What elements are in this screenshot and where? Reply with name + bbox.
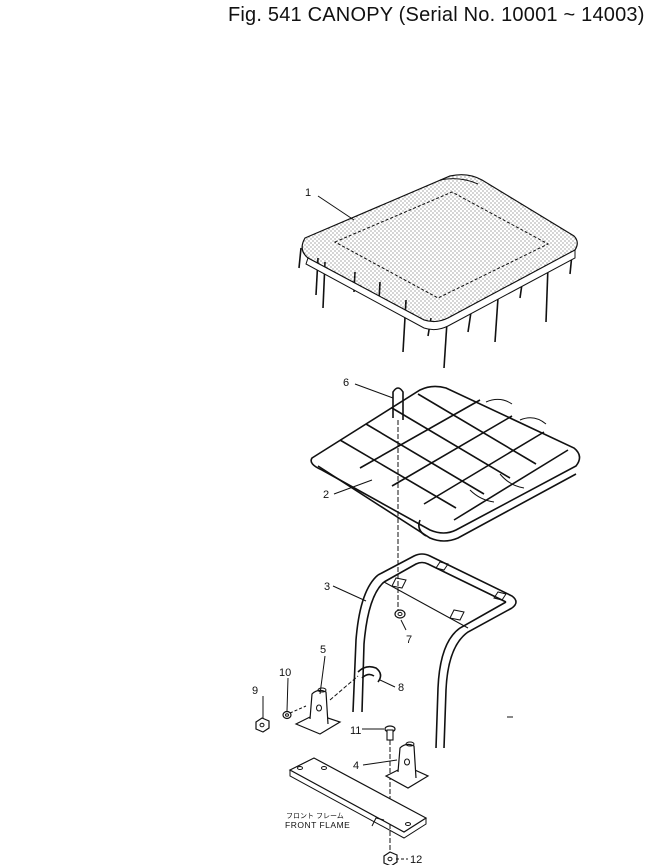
canopy-roof-panel xyxy=(298,174,578,369)
front-frame-plate xyxy=(288,757,428,839)
part-label-11: 11 xyxy=(350,725,361,737)
nut-7 xyxy=(394,609,406,619)
bolt-11 xyxy=(384,725,396,852)
part-label-5: 5 xyxy=(320,644,326,656)
u-bolt xyxy=(392,387,404,612)
part-label-6: 6 xyxy=(343,377,349,389)
u-clamp xyxy=(329,665,382,701)
figure-title: Fig. 541 CANOPY (Serial No. 10001 ~ 1400… xyxy=(228,4,645,26)
front-frame-label-jp: フロント フレーム xyxy=(286,812,344,820)
part-label-4: 4 xyxy=(353,760,359,772)
front-frame-label-en: FRONT FLAME xyxy=(285,820,350,830)
leader-lines xyxy=(262,195,513,860)
bracket-5 xyxy=(294,687,342,735)
bracket-4 xyxy=(384,741,430,789)
part-label-12: 12 xyxy=(410,854,422,865)
canopy-exploded-diagram: 1 2 3 4 5 6 7 8 9 10 11 12 フロント フレーム FRO… xyxy=(252,174,581,865)
nut-9 xyxy=(255,717,270,733)
nut-12 xyxy=(383,851,398,865)
roof-frame-grid xyxy=(310,385,581,542)
part-label-9: 9 xyxy=(252,685,258,697)
part-label-10: 10 xyxy=(279,667,291,679)
part-label-2: 2 xyxy=(323,489,329,501)
part-label-1: 1 xyxy=(305,187,311,199)
part-label-7: 7 xyxy=(406,634,412,646)
part-label-3: 3 xyxy=(324,581,330,593)
washer-10 xyxy=(282,705,307,720)
canopy-frame xyxy=(352,553,517,749)
part-label-8: 8 xyxy=(398,682,404,694)
